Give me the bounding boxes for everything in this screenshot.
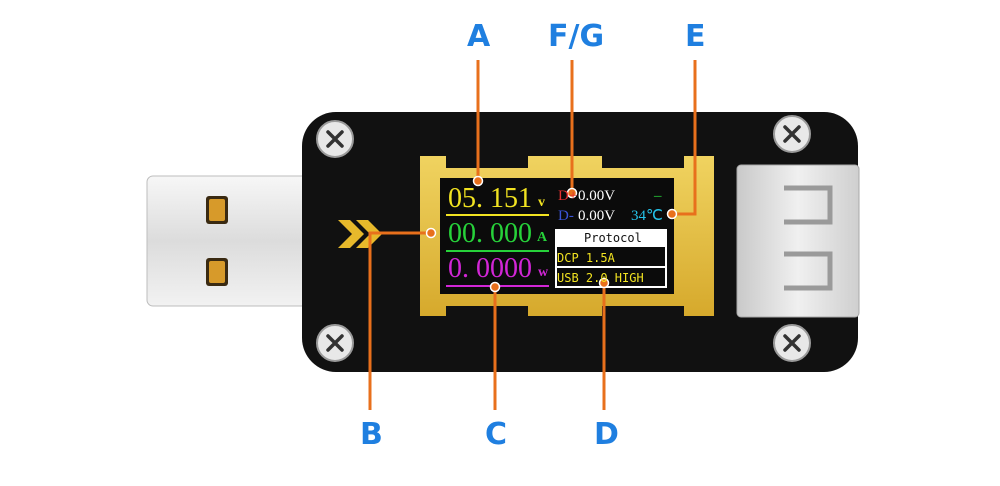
- callout-e: E: [685, 19, 706, 54]
- temperature-value: 34℃: [631, 208, 663, 224]
- screw-icon: [316, 120, 354, 158]
- callout-a: A: [467, 19, 491, 54]
- callout-fg: F/G: [548, 19, 605, 54]
- current-value: 00. 000: [448, 218, 532, 249]
- usb-c-port: [736, 164, 860, 318]
- voltage-value: 05. 151: [448, 183, 532, 214]
- protocol-line-2: USB 2.0 HIGH: [557, 271, 644, 285]
- protocol-line-1: DCP 1.5A: [557, 251, 615, 265]
- voltage-unit: v: [538, 195, 545, 210]
- screw-icon: [316, 324, 354, 362]
- protocol-title-box: [556, 230, 666, 247]
- usb-a-plug: [146, 175, 318, 307]
- callout-leaders: [368, 60, 697, 410]
- current-unit: A: [537, 230, 548, 245]
- callout-dots: [425, 175, 678, 293]
- dplus-flag: –: [654, 188, 662, 204]
- callout-d: D: [594, 417, 619, 452]
- callout-c: C: [485, 417, 508, 452]
- screw-icon: [773, 115, 811, 153]
- protocol-title: Protocol: [584, 231, 642, 245]
- power-value: 0. 0000: [448, 253, 532, 284]
- dminus-value: 0.00V: [578, 208, 616, 224]
- callout-b: B: [360, 417, 383, 452]
- screw-icon: [773, 324, 811, 362]
- power-unit: w: [538, 265, 549, 280]
- dplus-value: 0.00V: [578, 188, 616, 204]
- dplus-label: D+: [558, 188, 578, 204]
- dminus-label: D-: [558, 208, 574, 224]
